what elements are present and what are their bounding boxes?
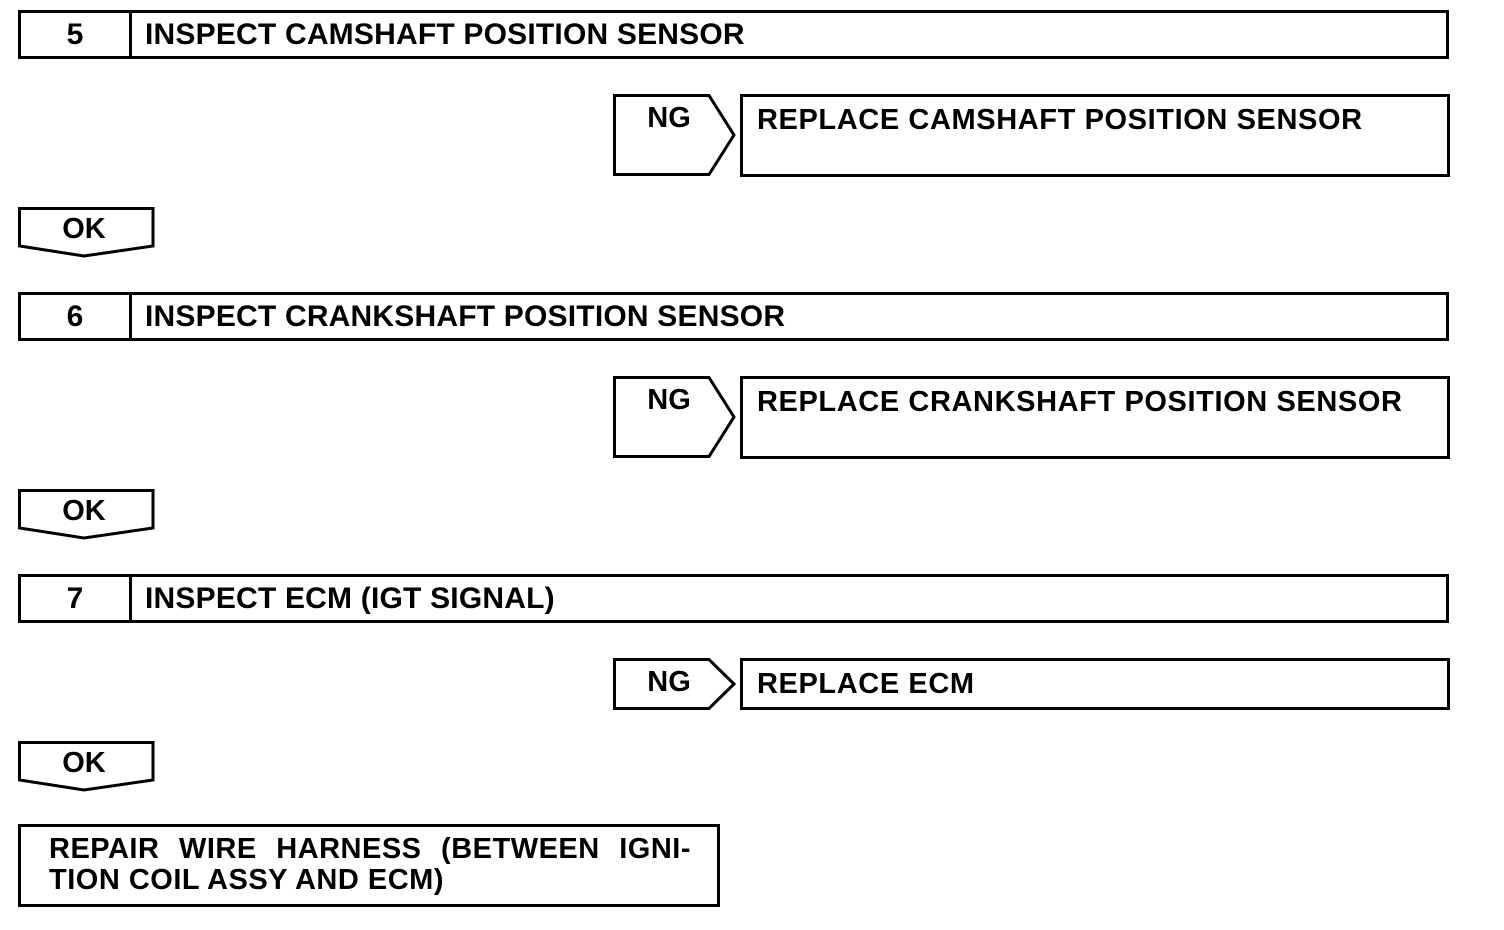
ng-arrow-tag: NG: [613, 94, 737, 176]
ok-label: OK: [62, 213, 106, 245]
step-title: INSPECT CAMSHAFT POSITION SENSOR: [145, 17, 745, 51]
ok-arrow-tag: OK: [18, 489, 155, 540]
ng-label: NG: [647, 384, 691, 416]
ok-arrow-shape: [18, 207, 155, 258]
step-5-box: 5 INSPECT CAMSHAFT POSITION SENSOR: [18, 10, 1449, 59]
ng-arrow-shape: [613, 658, 737, 710]
ok-arrow-tag: OK: [18, 207, 155, 258]
ng-arrow-shape: [613, 376, 736, 458]
step-number: 6: [21, 295, 132, 338]
ok-arrow-shape: [18, 741, 155, 792]
ng-result-box: REPLACE ECM: [740, 658, 1450, 710]
ok-label: OK: [62, 495, 106, 527]
final-repair-box: REPAIR WIRE HARNESS (BETWEEN IGNI- TION …: [18, 824, 720, 907]
step-number: 7: [21, 577, 132, 620]
ng-arrow-tag: NG: [613, 658, 737, 710]
ng-arrow-shape: [613, 94, 736, 176]
ok-label: OK: [62, 747, 106, 779]
ng-result-box: REPLACE CRANKSHAFT POSITION SENSOR: [740, 376, 1450, 459]
ng-result-box: REPLACE CAMSHAFT POSITION SENSOR: [740, 94, 1450, 177]
step-6-box: 6 INSPECT CRANKSHAFT POSITION SENSOR: [18, 292, 1449, 341]
step-7-box: 7 INSPECT ECM (IGT SIGNAL): [18, 574, 1449, 623]
step-number: 5: [21, 13, 132, 56]
step-title: INSPECT ECM (IGT SIGNAL): [145, 581, 555, 615]
ok-arrow-shape: [18, 489, 155, 540]
ok-arrow-tag: OK: [18, 741, 155, 792]
final-repair-line-2: TION COIL ASSY AND ECM): [49, 864, 444, 896]
final-repair-line-1: REPAIR WIRE HARNESS (BETWEEN IGNI-: [49, 833, 691, 865]
ng-label: NG: [647, 666, 691, 698]
ng-label: NG: [647, 102, 691, 134]
step-title: INSPECT CRANKSHAFT POSITION SENSOR: [145, 299, 786, 333]
ng-arrow-tag: NG: [613, 376, 737, 458]
